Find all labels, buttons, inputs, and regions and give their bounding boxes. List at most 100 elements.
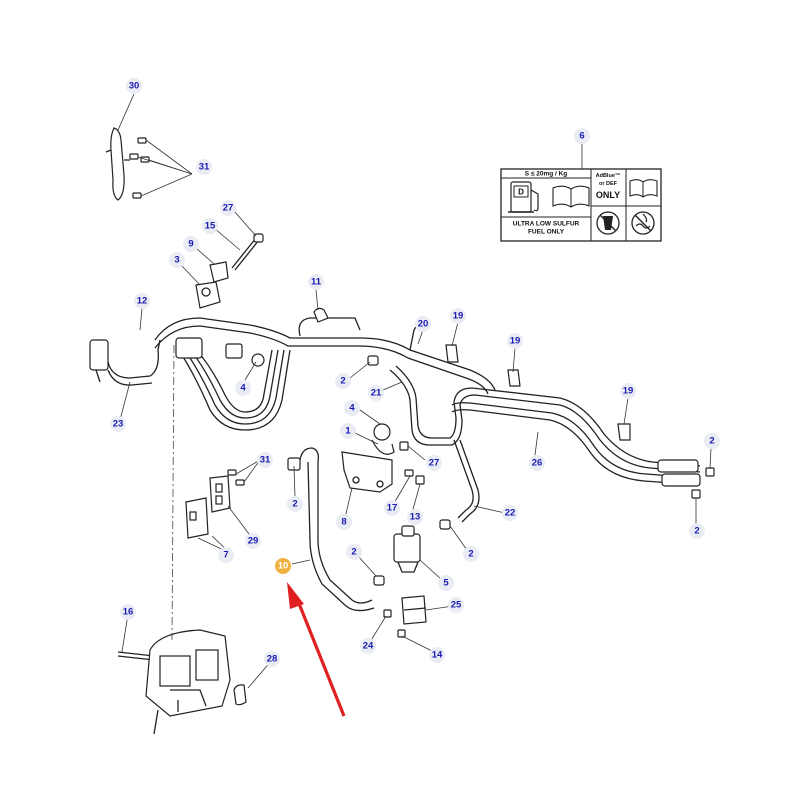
nut-2c [439, 519, 451, 530]
callout-15[interactable]: 15 [202, 218, 218, 234]
centerline [171, 344, 175, 641]
svg-text:13: 13 [410, 512, 421, 523]
callout-9[interactable]: 9 [183, 236, 199, 252]
callout-13[interactable]: 13 [407, 509, 423, 525]
svg-text:12: 12 [137, 296, 148, 307]
def-line-2: or DEF [599, 181, 618, 187]
callout-2-e[interactable]: 2 [346, 544, 362, 560]
bracket-7 [185, 497, 209, 539]
book-icon [552, 185, 590, 208]
callout-4-b[interactable]: 4 [344, 400, 360, 416]
svg-text:16: 16 [123, 607, 134, 618]
callout-11[interactable]: 11 [308, 274, 324, 290]
callout-31[interactable]: 31 [196, 159, 212, 175]
svg-text:1: 1 [345, 426, 351, 437]
svg-text:30: 30 [129, 81, 140, 92]
nut-2b [373, 575, 385, 586]
svg-text:15: 15 [205, 221, 216, 232]
svg-text:31: 31 [199, 162, 210, 173]
svg-text:6: 6 [579, 131, 584, 142]
svg-text:2: 2 [468, 549, 473, 560]
svg-text:23: 23 [113, 419, 124, 430]
bracket-29 [209, 475, 231, 513]
callout-5[interactable]: 5 [438, 575, 454, 591]
svg-text:29: 29 [248, 536, 259, 547]
callout-27[interactable]: 27 [220, 200, 236, 216]
callout-10-highlighted[interactable]: 10 [275, 558, 291, 574]
callout-2-f[interactable]: 2 [689, 523, 705, 539]
callout-24[interactable]: 24 [360, 638, 376, 654]
callout-26[interactable]: 26 [529, 455, 545, 471]
callout-19-a[interactable]: 19 [450, 308, 466, 324]
decal-spec-line: S ≤ 20mg / Kg [525, 171, 568, 178]
callout-4-a[interactable]: 4 [235, 380, 251, 396]
callout-20[interactable]: 20 [415, 316, 431, 332]
svg-text:22: 22 [505, 508, 516, 519]
book-icon-2 [629, 179, 658, 198]
callout-2-b[interactable]: 2 [704, 433, 720, 449]
svg-text:25: 25 [451, 600, 462, 611]
callout-2-c[interactable]: 2 [287, 496, 303, 512]
svg-text:17: 17 [387, 503, 398, 514]
svg-text:2: 2 [351, 547, 356, 558]
callout-14[interactable]: 14 [429, 647, 445, 663]
callout-28[interactable]: 28 [264, 651, 280, 667]
callout-2-d[interactable]: 2 [463, 546, 479, 562]
clamp-1 [371, 423, 395, 455]
bolts-27-17-13 [399, 441, 425, 485]
callout-2-a[interactable]: 2 [335, 373, 351, 389]
def-line-1: AdBlue™ [596, 173, 621, 179]
callout-19-c[interactable]: 19 [620, 383, 636, 399]
pump-letter: D [518, 188, 524, 197]
decal-6: S ≤ 20mg / Kg D ULTRA LOW SULFUR FUEL ON… [500, 168, 662, 242]
svg-text:2: 2 [292, 499, 297, 510]
bolts-31-top [129, 137, 150, 199]
red-pointer-arrow [287, 582, 346, 717]
svg-text:2: 2 [340, 376, 345, 387]
svg-text:4: 4 [240, 383, 246, 394]
callout-23[interactable]: 23 [110, 416, 126, 432]
clip-11 [313, 307, 329, 323]
callout-29[interactable]: 29 [245, 533, 261, 549]
callout-8[interactable]: 8 [336, 514, 352, 530]
svg-text:31: 31 [260, 455, 271, 466]
svg-text:19: 19 [453, 311, 464, 322]
svg-text:2: 2 [694, 526, 699, 537]
hose-harness [89, 317, 715, 612]
callout-25[interactable]: 25 [448, 597, 464, 613]
callout-6[interactable]: 6 [574, 128, 590, 144]
callout-3[interactable]: 3 [169, 252, 185, 268]
callout-16[interactable]: 16 [120, 604, 136, 620]
callout-7[interactable]: 7 [218, 547, 234, 563]
bracket-30 [105, 127, 130, 201]
svg-text:21: 21 [371, 388, 382, 399]
clips-19 [445, 344, 631, 441]
callout-27-b[interactable]: 27 [426, 455, 442, 471]
svg-text:19: 19 [510, 336, 521, 347]
callout-19-b[interactable]: 19 [507, 333, 523, 349]
svg-text:20: 20 [418, 319, 429, 330]
leader-lines [117, 93, 712, 689]
callout-1[interactable]: 1 [340, 423, 356, 439]
fuel-line-1: ULTRA LOW SULFUR [513, 221, 580, 228]
fuel-line-2: FUEL ONLY [528, 229, 565, 236]
callout-17[interactable]: 17 [384, 500, 400, 516]
svg-text:28: 28 [267, 654, 278, 665]
callout-30[interactable]: 30 [126, 78, 142, 94]
module-assembly [117, 629, 247, 735]
callout-22[interactable]: 22 [502, 505, 518, 521]
svg-text:3: 3 [174, 255, 179, 266]
bolts-31-bottom [227, 469, 245, 486]
callout-21[interactable]: 21 [368, 385, 384, 401]
bolt-14 [397, 629, 406, 638]
no-water-icon [631, 211, 655, 235]
svg-text:2: 2 [709, 436, 714, 447]
no-drink-icon [596, 211, 620, 235]
svg-text:11: 11 [311, 277, 322, 288]
svg-text:4: 4 [349, 403, 355, 414]
callout-12[interactable]: 12 [134, 293, 150, 309]
highlight-label: 10 [278, 561, 289, 572]
bracket-25 [401, 595, 427, 625]
callout-31-b[interactable]: 31 [257, 452, 273, 468]
clamp-3 [195, 281, 221, 309]
